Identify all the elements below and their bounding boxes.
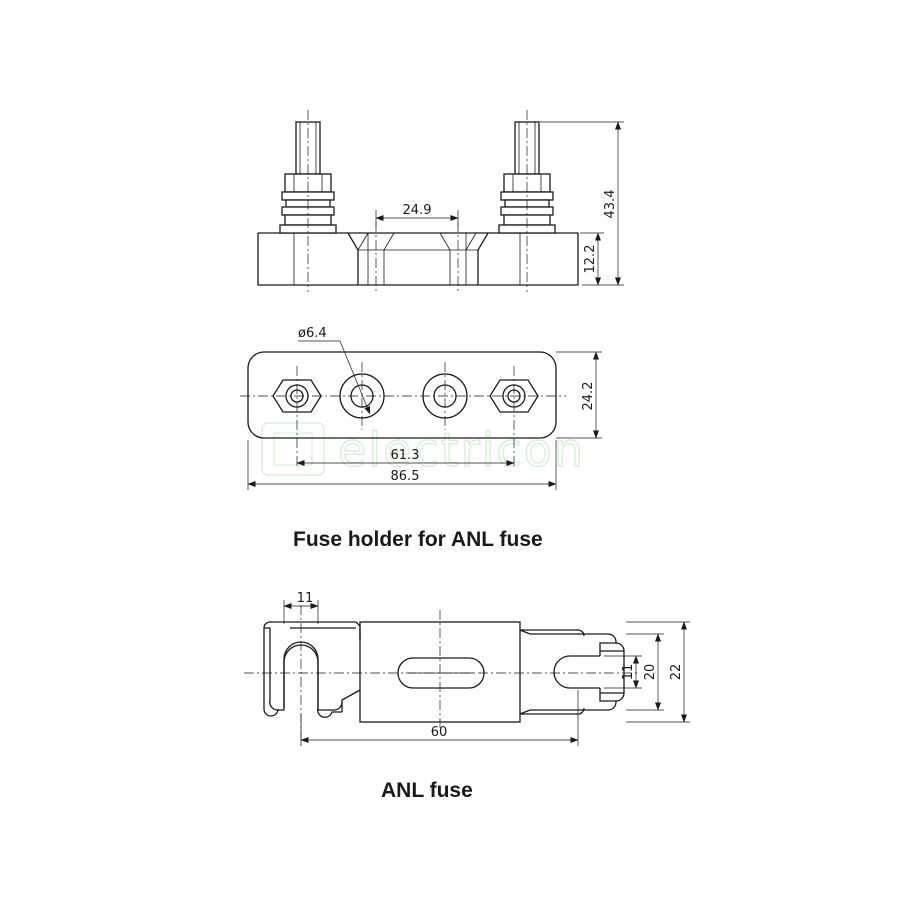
holder-top-view: ø6.4 61.3 86.5 24.2 <box>240 326 602 490</box>
watermark: electricon <box>261 422 585 478</box>
anl-fuse-view: 11 60 11 20 22 <box>244 591 690 746</box>
caption-holder: Fuse holder for ANL fuse <box>293 528 543 551</box>
dim-length: 86.5 <box>391 469 420 484</box>
dim-width: 24.2 <box>581 382 596 411</box>
dim-fuse-length: 60 <box>431 725 448 740</box>
dim-total-width: 22 <box>669 664 684 681</box>
holder-side-view: 24.9 43.4 12.2 <box>257 110 624 292</box>
dim-slot-height: 11 <box>621 664 636 681</box>
dim-base-height: 12.2 <box>583 245 598 274</box>
right-stud <box>498 110 556 292</box>
dim-tab-width: 20 <box>643 664 658 681</box>
caption-fuse: ANL fuse <box>381 779 473 802</box>
dim-slot-width: 11 <box>297 591 314 606</box>
dim-stud-spacing: 24.9 <box>403 203 432 218</box>
dim-total-height: 43.4 <box>603 190 618 219</box>
dim-hole-spacing: 61.3 <box>391 448 420 463</box>
dim-hole-diameter: ø6.4 <box>298 326 327 341</box>
left-stud <box>279 110 337 292</box>
watermark-text: electricon <box>338 423 585 477</box>
